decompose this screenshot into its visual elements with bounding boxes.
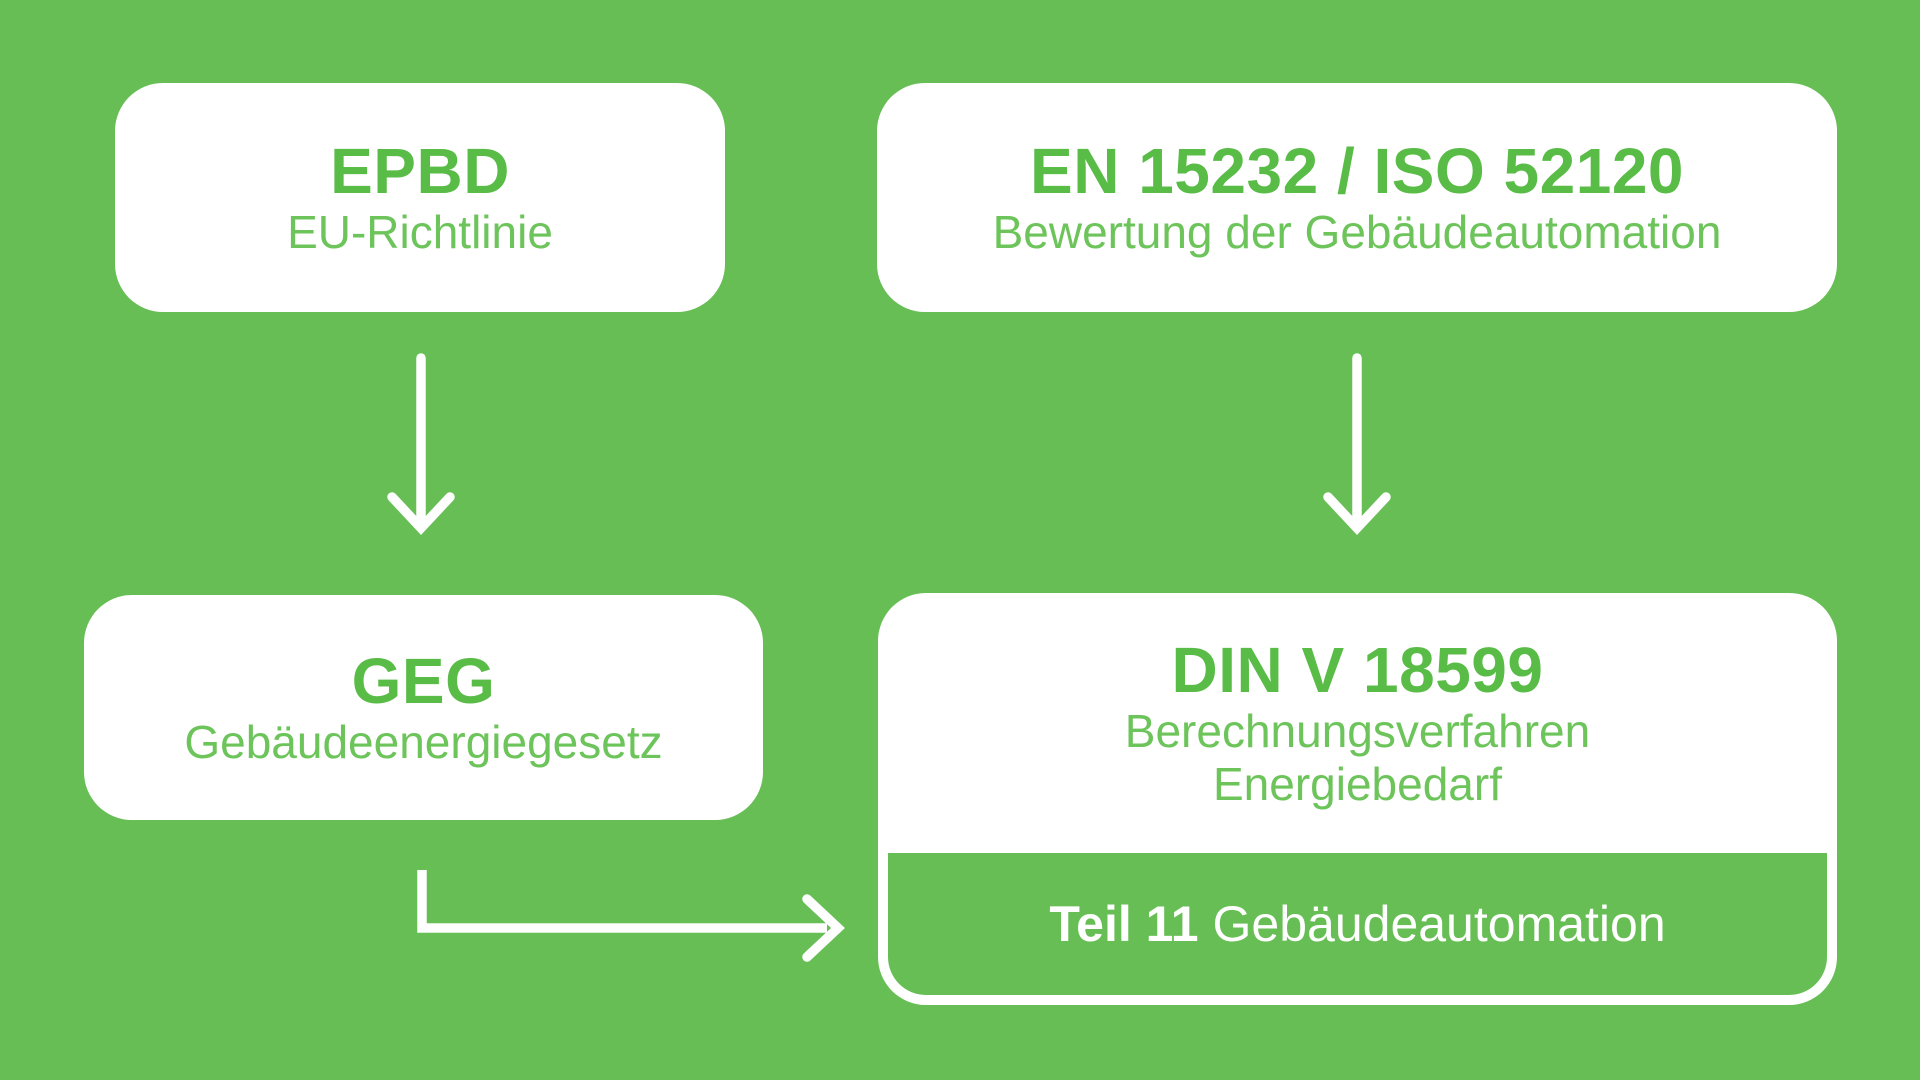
arrow-down-en-to-din-icon [1323,353,1391,535]
epbd-title: EPBD [330,134,510,207]
box-geg: GEG Gebäudeenergiegesetz [84,595,763,820]
box-en15232-iso52120: EN 15232 / ISO 52120 Bewertung der Gebäu… [877,83,1837,312]
box-din-v-18599: DIN V 18599 Berechnungsverfahren Energie… [878,593,1837,1005]
en-iso-subtitle: Bewertung der Gebäudeautomation [992,205,1722,258]
din-title: DIN V 18599 [1171,633,1544,706]
epbd-subtitle: EU-Richtlinie [287,205,553,258]
din-upper-section: DIN V 18599 Berechnungsverfahren Energie… [878,593,1837,853]
geg-title: GEG [351,644,496,717]
din-teil11-label-bold: Teil 11 [1049,896,1199,952]
din-subtitle-line1: Berechnungsverfahren [1124,704,1591,757]
box-epbd: EPBD EU-Richtlinie [115,83,725,312]
arrow-elbow-geg-to-teil11-icon [417,870,845,962]
din-teil11-label-rest: Gebäudeautomation [1212,896,1666,952]
din-subtitle-line2: Energiebedarf [1213,757,1502,810]
en-iso-title: EN 15232 / ISO 52120 [1030,134,1684,207]
arrow-down-epbd-to-geg-icon [387,353,455,535]
geg-subtitle: Gebäudeenergiegesetz [184,715,663,768]
